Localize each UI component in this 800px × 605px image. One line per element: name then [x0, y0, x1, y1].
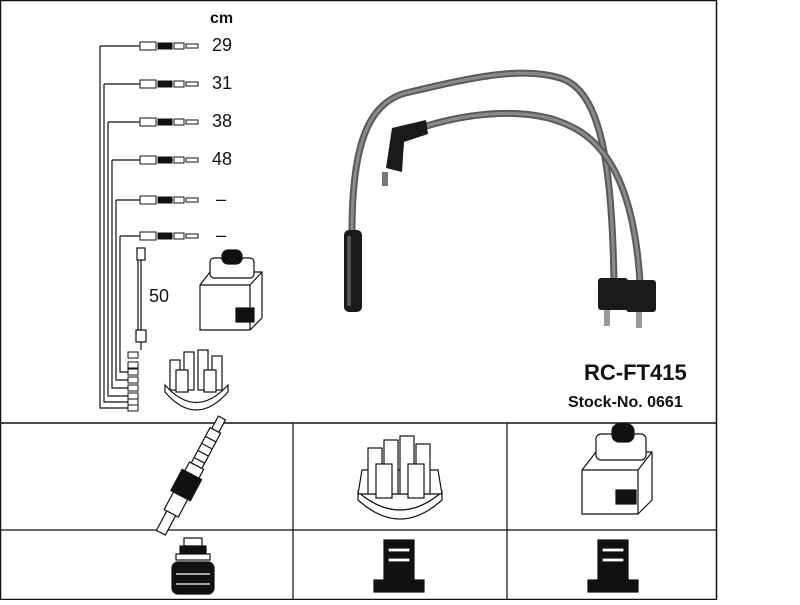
unit-label: cm	[210, 10, 234, 27]
lead-length-4: 48	[212, 149, 233, 169]
lead-length-3: 38	[212, 111, 233, 131]
lead-6-wire	[119, 236, 130, 373]
lead-length-5: –	[216, 189, 227, 209]
plug-connectors	[598, 278, 656, 312]
schematic-distributor-cap-icon	[164, 349, 229, 411]
lead-length-6: –	[216, 225, 227, 245]
lead-schematic	[99, 45, 140, 409]
cap-terminal-icon	[373, 539, 425, 593]
spark-plug-icon	[155, 415, 227, 536]
lead-length-2: 31	[212, 73, 233, 93]
lead-terminals	[127, 41, 199, 412]
plug-boot-icon	[171, 537, 215, 595]
lead-2-wire	[103, 84, 130, 403]
coil-terminal-icon	[587, 539, 639, 593]
distributor-cap-icon	[357, 435, 443, 520]
stock-number: Stock-No. 0661	[568, 394, 683, 411]
lead-3-wire	[107, 122, 130, 397]
part-number: RC-FT415	[584, 360, 687, 385]
lead-4-wire	[111, 160, 130, 389]
cable-long	[348, 69, 618, 286]
ignition-lead-set-image	[344, 69, 656, 328]
lead-1-wire	[99, 46, 130, 409]
ignition-coil-icon	[581, 423, 653, 515]
angled-plug-boot	[386, 120, 428, 172]
lead-length-1: 29	[212, 35, 233, 55]
coil-lead	[135, 247, 147, 350]
schematic-coil-icon	[199, 249, 263, 331]
coil-lead-length: 50	[149, 286, 170, 306]
lead-5-wire	[115, 200, 130, 381]
coil-boot	[344, 230, 362, 312]
